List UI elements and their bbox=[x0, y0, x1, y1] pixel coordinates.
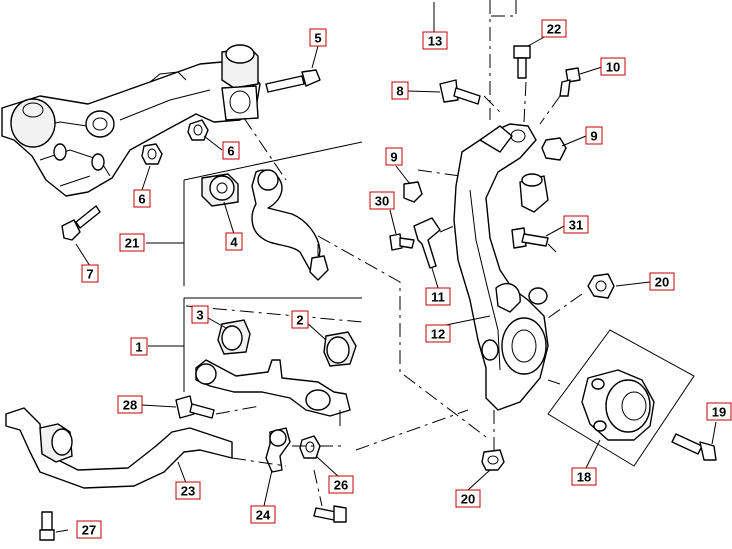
svg-text:2: 2 bbox=[296, 313, 303, 328]
callout-13: 13 bbox=[422, 31, 448, 50]
nut-9-right bbox=[541, 137, 567, 161]
svg-text:20: 20 bbox=[655, 275, 669, 290]
callout-28: 28 bbox=[117, 395, 143, 414]
bolt-31 bbox=[511, 227, 549, 249]
callout-24: 24 bbox=[250, 505, 276, 524]
callout-5: 5 bbox=[309, 28, 327, 47]
lower-arm-group-1 bbox=[183, 297, 362, 426]
ball-joint bbox=[519, 173, 549, 213]
svg-text:13: 13 bbox=[428, 34, 442, 49]
svg-text:6: 6 bbox=[138, 192, 145, 207]
callout-18: 18 bbox=[571, 467, 597, 486]
upper-arm-group-21 bbox=[183, 141, 363, 286]
svg-text:8: 8 bbox=[396, 84, 403, 99]
callout-12: 12 bbox=[425, 324, 451, 343]
callout-3: 3 bbox=[191, 305, 209, 324]
svg-text:12: 12 bbox=[431, 327, 445, 342]
bolt-24b bbox=[313, 505, 347, 523]
assembly-lines bbox=[185, 0, 583, 507]
nut-9-center bbox=[403, 181, 423, 203]
svg-text:26: 26 bbox=[334, 478, 348, 493]
svg-text:19: 19 bbox=[712, 405, 726, 420]
nut-6-right bbox=[187, 119, 209, 141]
bolt-28 bbox=[175, 395, 215, 419]
subframe bbox=[1, 44, 261, 197]
bolt-19 bbox=[671, 433, 717, 461]
bolt-7 bbox=[61, 205, 101, 241]
callout-31: 31 bbox=[563, 215, 589, 234]
svg-text:22: 22 bbox=[547, 22, 561, 37]
callout-20-lower: 20 bbox=[455, 489, 481, 508]
svg-text:7: 7 bbox=[86, 267, 93, 282]
nut-6-left bbox=[141, 143, 163, 165]
svg-text:10: 10 bbox=[606, 60, 620, 75]
svg-text:23: 23 bbox=[181, 484, 195, 499]
svg-text:1: 1 bbox=[135, 340, 142, 355]
svg-text:31: 31 bbox=[569, 218, 583, 233]
svg-text:9: 9 bbox=[390, 150, 397, 165]
bolt-30 bbox=[389, 233, 415, 251]
svg-text:30: 30 bbox=[375, 194, 389, 209]
callout-23: 23 bbox=[175, 481, 201, 500]
svg-text:4: 4 bbox=[230, 235, 238, 250]
svg-text:18: 18 bbox=[577, 470, 591, 485]
hub-18 bbox=[547, 329, 695, 467]
bolt-8 bbox=[439, 79, 481, 105]
callout-11: 11 bbox=[425, 287, 451, 306]
bushing-26 bbox=[299, 435, 321, 459]
nut-20-lower bbox=[481, 449, 505, 471]
callout-6-left: 6 bbox=[133, 189, 151, 208]
callout-26: 26 bbox=[328, 475, 354, 494]
bolt-22 bbox=[513, 45, 531, 79]
callout-8: 8 bbox=[391, 81, 409, 100]
svg-text:6: 6 bbox=[227, 144, 234, 159]
callout-19: 19 bbox=[706, 402, 732, 421]
callout-21: 21 bbox=[119, 233, 145, 252]
svg-text:20: 20 bbox=[461, 492, 475, 507]
callout-1: 1 bbox=[130, 337, 148, 356]
callout-7: 7 bbox=[81, 264, 99, 283]
svg-text:24: 24 bbox=[256, 508, 271, 523]
nut-20-upper bbox=[587, 273, 615, 299]
callout-6-right: 6 bbox=[222, 141, 240, 160]
steering-knuckle-12 bbox=[453, 123, 549, 411]
callout-20-upper: 20 bbox=[649, 272, 675, 291]
callout-9-center: 9 bbox=[385, 147, 403, 166]
svg-text:21: 21 bbox=[125, 236, 139, 251]
bolt-5 bbox=[265, 69, 321, 93]
callout-9-right: 9 bbox=[585, 126, 603, 145]
callout-4: 4 bbox=[225, 232, 243, 251]
svg-text:9: 9 bbox=[590, 129, 597, 144]
svg-text:5: 5 bbox=[314, 31, 321, 46]
callout-27: 27 bbox=[76, 520, 102, 539]
bracket-11 bbox=[413, 217, 441, 269]
callout-10: 10 bbox=[600, 57, 626, 76]
leader-lines bbox=[55, 2, 717, 533]
callout-2: 2 bbox=[291, 310, 309, 329]
svg-text:28: 28 bbox=[123, 398, 137, 413]
bolt-27 bbox=[39, 511, 55, 541]
callout-30: 30 bbox=[369, 191, 395, 210]
link-24 bbox=[265, 427, 291, 473]
svg-text:11: 11 bbox=[431, 290, 445, 305]
callout-22: 22 bbox=[541, 19, 567, 38]
svg-text:3: 3 bbox=[196, 308, 203, 323]
stabilizer-bar-23 bbox=[5, 407, 233, 489]
svg-text:27: 27 bbox=[82, 523, 96, 538]
bolt-10 bbox=[559, 67, 581, 97]
